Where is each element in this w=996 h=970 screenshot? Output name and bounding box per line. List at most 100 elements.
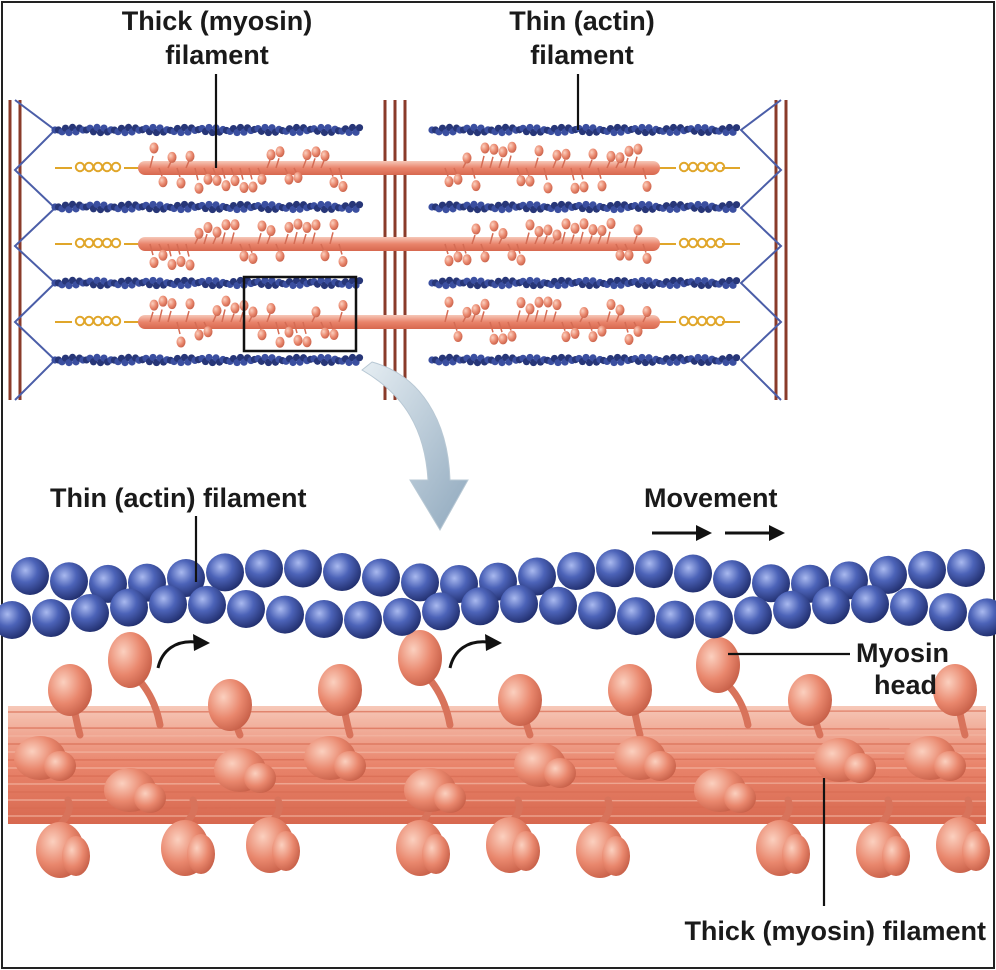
- myosin-head: [579, 218, 589, 230]
- actin-bead: [732, 354, 741, 362]
- label-thin-top-line2: filament: [530, 40, 634, 70]
- actin-bead: [261, 353, 269, 362]
- myosin-neck: [525, 167, 530, 177]
- myosin-neck: [480, 311, 485, 323]
- label-thick-top-line2: filament: [165, 40, 269, 70]
- myosin-neck: [329, 167, 334, 177]
- myosin-neck: [338, 243, 343, 255]
- myosin-neck: [284, 233, 289, 245]
- actin-bead: [401, 563, 439, 602]
- actin-bead: [734, 596, 772, 635]
- myosin-neck: [167, 243, 172, 257]
- myosin-neck: [471, 234, 476, 245]
- myosin-head: [543, 224, 553, 236]
- myosin-head: [642, 252, 652, 264]
- myosin-head: [284, 221, 294, 233]
- myosin-head: [422, 834, 450, 874]
- titin-coil: [705, 161, 717, 173]
- actin-bead: [289, 281, 297, 290]
- actin-bead: [752, 564, 790, 603]
- actin-bead: [227, 589, 265, 628]
- myosin-neck: [624, 157, 629, 169]
- myosin-neck: [239, 167, 244, 180]
- myosin-head: [221, 219, 231, 231]
- actin-bead: [498, 358, 506, 367]
- myosin-heads: [36, 630, 990, 878]
- myosin-head: [597, 325, 607, 337]
- myosin-head: [471, 180, 481, 192]
- actin-bead: [526, 123, 534, 132]
- myosin-head: [608, 664, 652, 716]
- label-thick-bottom: Thick (myosin) filament: [684, 916, 986, 946]
- myosin-head: [185, 259, 195, 271]
- myosin-head: [266, 149, 276, 161]
- myosin-neck: [606, 311, 611, 323]
- myosin-head: [507, 330, 517, 342]
- myosin-neck: [167, 310, 172, 323]
- actin-bead: [470, 276, 478, 285]
- z-disc-right-cross: [739, 99, 783, 401]
- myosin-head: [534, 226, 544, 238]
- actin-bead: [694, 123, 702, 132]
- myosin-neck: [221, 309, 226, 323]
- titin-coil: [687, 161, 699, 173]
- myosin-neck: [293, 231, 298, 245]
- myosin-head: [230, 302, 240, 314]
- myosin-head: [212, 226, 222, 238]
- myosin-neck: [633, 156, 638, 169]
- myosin-neck: [248, 243, 253, 253]
- myosin-neck: [158, 309, 163, 323]
- myosin-neck: [480, 243, 485, 252]
- myosin-head: [471, 223, 481, 235]
- actin-strand: [51, 200, 364, 214]
- zoom-arrow-icon: [361, 361, 469, 531]
- myosin-neck: [311, 232, 316, 245]
- thick-filament: [55, 295, 740, 348]
- myosin-neck: [320, 243, 325, 252]
- myosin-neck: [149, 155, 154, 169]
- titin-coil: [678, 237, 690, 249]
- myosin-head: [203, 326, 213, 338]
- myosin-neck: [194, 321, 199, 331]
- myosin-neck: [570, 321, 575, 330]
- myosin-head: [44, 751, 76, 781]
- myosin-neck: [338, 167, 343, 180]
- titin-coil: [83, 237, 95, 249]
- myosin-head: [525, 303, 535, 315]
- myosin-neck: [230, 167, 235, 176]
- myosin-head: [185, 298, 195, 310]
- myosin-head: [633, 224, 643, 236]
- myosin-head: [579, 306, 589, 318]
- myosin-head: [203, 222, 213, 234]
- titin-coil: [83, 315, 95, 327]
- myosin-head: [257, 173, 267, 185]
- actin-bead: [177, 358, 185, 367]
- sarcomere-overview: [8, 99, 788, 401]
- myosin-head: [230, 219, 240, 231]
- thin-filaments-overview: [51, 123, 741, 367]
- myosin-head: [489, 220, 499, 232]
- myosin-head: [633, 143, 643, 155]
- titin-coil: [714, 161, 726, 173]
- titin-coil: [687, 315, 699, 327]
- myosin-head: [212, 305, 222, 317]
- myosin-neck: [570, 167, 575, 181]
- myosin-head: [933, 664, 977, 716]
- actin-bead: [526, 353, 534, 362]
- myosin-neck: [579, 231, 584, 245]
- actin-bead: [177, 128, 185, 137]
- myosin-head: [244, 763, 276, 793]
- actin-bead: [851, 585, 889, 624]
- actin-bead: [498, 128, 506, 137]
- myosin-head: [552, 229, 562, 241]
- myosin-head: [275, 336, 285, 348]
- myosin-head: [606, 217, 616, 229]
- curved-arrow-icon: [448, 634, 502, 669]
- myosin-head: [624, 249, 634, 261]
- actin-bead: [65, 128, 73, 137]
- myosin-head: [588, 224, 598, 236]
- myosin-neck: [275, 321, 280, 335]
- rod-fiber: [7, 734, 987, 737]
